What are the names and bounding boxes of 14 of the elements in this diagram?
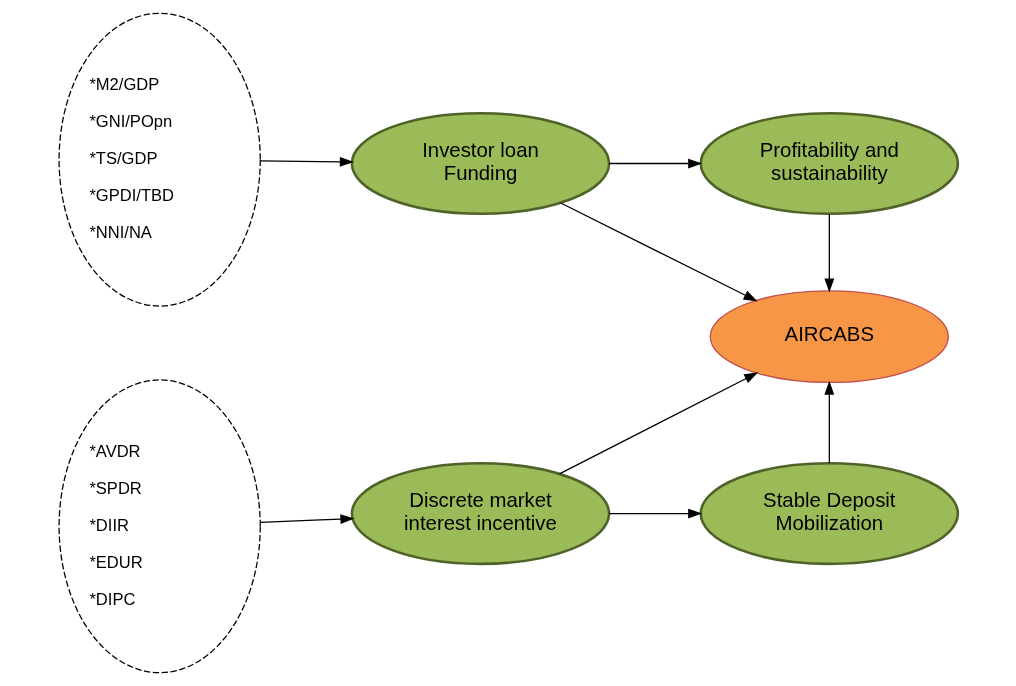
- node-ellipse: Profitability and sustainability: [698, 111, 959, 216]
- arrow: [823, 380, 834, 464]
- node-ellipse: Investor loan Funding: [350, 111, 610, 216]
- node-ellipse: Stable Deposit Mobilization: [698, 462, 959, 566]
- arrow: [259, 514, 354, 525]
- node-ellipse: *M2/GDP *GNI/POpn *TS/GDP *GPDI/TBD *NNI/NA: [57, 12, 261, 307]
- arrow: [259, 156, 354, 167]
- arrow: [608, 508, 702, 519]
- node-ellipse: *AVDR *SPDR *DIIR *EDUR *DIPC: [57, 379, 261, 674]
- arrow: [558, 372, 758, 475]
- arrow: [559, 202, 758, 302]
- arrow: [823, 213, 834, 293]
- node-ellipse: Discrete market interest incentive: [350, 462, 610, 566]
- arrow: [608, 158, 702, 169]
